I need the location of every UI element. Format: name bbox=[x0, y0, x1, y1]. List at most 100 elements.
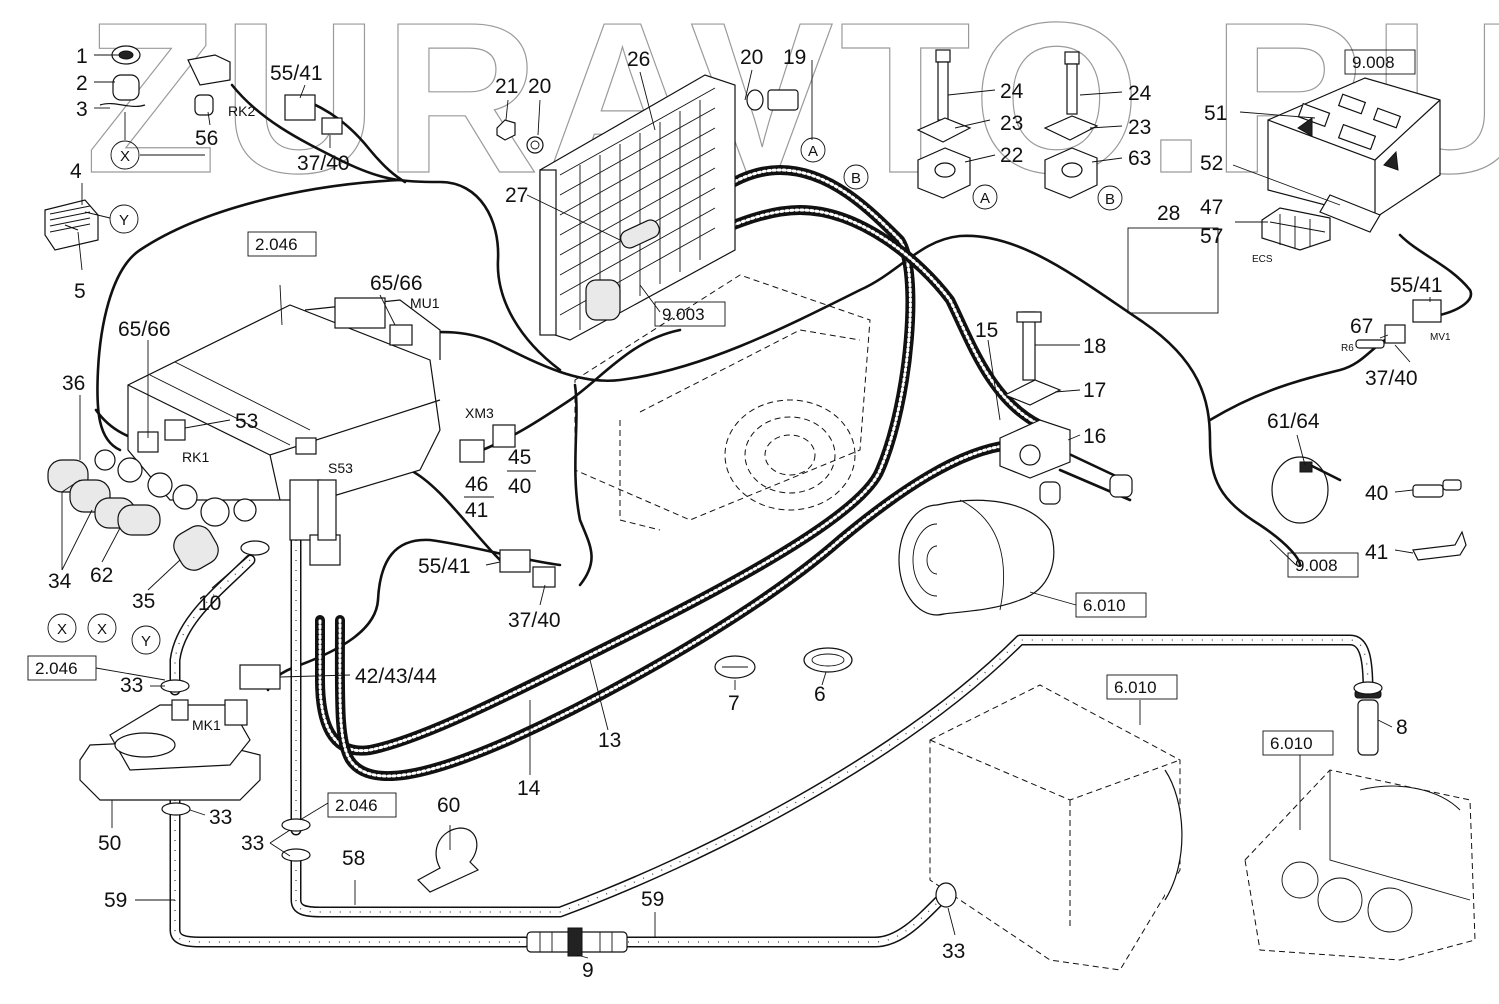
callout-37-40-b: 37/40 bbox=[1365, 367, 1418, 390]
callout-14: 14 bbox=[517, 777, 541, 800]
callout-33-a: 33 bbox=[120, 674, 143, 697]
tag-xm3: XM3 bbox=[465, 405, 494, 421]
marker-y-2: Y bbox=[141, 633, 151, 650]
control-panel-51 bbox=[1267, 77, 1441, 233]
marker-x-2: X bbox=[57, 621, 67, 638]
ecs-connector bbox=[1261, 207, 1331, 251]
callout-40-frac: 40 bbox=[508, 475, 531, 498]
small-parts-left bbox=[44, 45, 343, 251]
callout-24-b: 24 bbox=[1128, 82, 1152, 105]
callout-55-41-c: 55/41 bbox=[418, 555, 471, 578]
callout-67: 67 bbox=[1350, 315, 1373, 338]
marker-x-3: X bbox=[97, 621, 107, 638]
callout-19: 19 bbox=[783, 46, 806, 69]
ref-6010-comp: 6.010 bbox=[1083, 596, 1126, 615]
ref-9008-right: 9.008 bbox=[1295, 556, 1338, 575]
marker-a-1: A bbox=[808, 143, 818, 160]
callout-65-66-a: 65/66 bbox=[370, 272, 423, 295]
bracket-16-18-17 bbox=[999, 311, 1071, 479]
mounting-bracket-22 bbox=[916, 49, 972, 199]
callout-35: 35 bbox=[132, 590, 155, 613]
marker-b-2: B bbox=[1105, 191, 1115, 208]
callout-53: 53 bbox=[235, 410, 258, 433]
tag-mv1: MV1 bbox=[1430, 332, 1451, 343]
callout-37-40-c: 37/40 bbox=[508, 609, 561, 632]
callout-5: 5 bbox=[74, 280, 86, 303]
callout-57: 57 bbox=[1200, 225, 1223, 248]
ref-6010-heater: 6.010 bbox=[1114, 678, 1157, 697]
callout-7: 7 bbox=[728, 692, 740, 715]
heater-radiator bbox=[929, 684, 1183, 971]
bolt-19-washer-20 bbox=[496, 89, 799, 154]
callout-13: 13 bbox=[598, 729, 621, 752]
reference-boxes: 9.008 2.046 9.003 9.008 6.010 2.046 6.01… bbox=[27, 49, 1416, 818]
callout-15: 15 bbox=[975, 319, 998, 342]
ref-9008-top: 9.008 bbox=[1352, 53, 1395, 72]
callout-59-a: 59 bbox=[104, 889, 127, 912]
tag-ecs: ECS bbox=[1252, 254, 1273, 265]
callout-50: 50 bbox=[98, 832, 121, 855]
callout-3: 3 bbox=[76, 98, 88, 121]
callout-36: 36 bbox=[62, 372, 85, 395]
callout-20-b: 20 bbox=[740, 46, 763, 69]
compressor bbox=[898, 474, 1133, 616]
circle-markers: X Y A B A B X X Y bbox=[47, 137, 1123, 655]
callout-22: 22 bbox=[1000, 144, 1023, 167]
hose-connector-9 bbox=[526, 927, 628, 957]
callout-6: 6 bbox=[814, 683, 826, 706]
ref-9003: 9.003 bbox=[662, 305, 705, 324]
condenser-26 bbox=[539, 74, 736, 341]
component-tags: RK2 MU1 ECS MV1 R6 XM3 RK1 S53 MK1 bbox=[182, 103, 1451, 733]
ref-2046-left: 2.046 bbox=[35, 659, 78, 678]
callout-24-a: 24 bbox=[1000, 80, 1024, 103]
refrigerant-hoses bbox=[315, 165, 1132, 782]
callout-20-a: 20 bbox=[528, 75, 551, 98]
callout-65-66-b: 65/66 bbox=[118, 318, 171, 341]
tag-rk1: RK1 bbox=[182, 449, 209, 465]
connectors bbox=[137, 299, 1442, 690]
callout-37-40-a: 37/40 bbox=[297, 152, 350, 175]
tag-mu1: MU1 bbox=[410, 295, 440, 311]
filters-34-36-62 bbox=[47, 459, 219, 571]
callout-63: 63 bbox=[1128, 147, 1151, 170]
callout-55-41-b: 55/41 bbox=[1390, 274, 1443, 297]
tag-r6: R6 bbox=[1341, 343, 1354, 354]
marker-y-1: Y bbox=[119, 212, 129, 229]
callout-62: 62 bbox=[90, 564, 113, 587]
terminal-40 bbox=[1412, 479, 1462, 498]
callout-51: 51 bbox=[1204, 102, 1227, 125]
callout-4: 4 bbox=[70, 160, 82, 183]
ref-6010-engine: 6.010 bbox=[1270, 734, 1313, 753]
leader-lines bbox=[61, 54, 1431, 959]
terminal-41 bbox=[1412, 530, 1467, 561]
callout-16: 16 bbox=[1083, 425, 1106, 448]
callout-26: 26 bbox=[627, 48, 650, 71]
callout-34: 34 bbox=[48, 570, 72, 593]
part-box-28 bbox=[1127, 227, 1219, 314]
callout-28: 28 bbox=[1157, 202, 1180, 225]
hose-clamps bbox=[160, 540, 1383, 908]
clamp-60 bbox=[417, 827, 480, 893]
marker-x-1: X bbox=[120, 148, 130, 165]
coolant-hoses bbox=[169, 534, 1374, 948]
callout-40: 40 bbox=[1365, 482, 1388, 505]
callout-59-b: 59 bbox=[641, 888, 664, 911]
tag-mk1: MK1 bbox=[192, 717, 221, 733]
callout-33-d: 33 bbox=[942, 940, 965, 963]
callout-21: 21 bbox=[495, 75, 518, 98]
callout-47: 47 bbox=[1200, 196, 1223, 219]
callout-46: 46 bbox=[465, 473, 488, 496]
mounting-bracket-63 bbox=[1043, 51, 1099, 199]
callout-27: 27 bbox=[505, 184, 528, 207]
callout-60: 60 bbox=[437, 794, 460, 817]
engine bbox=[1244, 689, 1476, 961]
tag-s53: S53 bbox=[328, 460, 353, 476]
callout-56: 56 bbox=[195, 127, 218, 150]
ref-2046-bottom: 2.046 bbox=[335, 796, 378, 815]
callout-33-b: 33 bbox=[209, 806, 232, 829]
callout-18: 18 bbox=[1083, 335, 1106, 358]
ref-2046-top: 2.046 bbox=[255, 235, 298, 254]
callout-45: 45 bbox=[508, 446, 531, 469]
callout-52: 52 bbox=[1200, 152, 1223, 175]
